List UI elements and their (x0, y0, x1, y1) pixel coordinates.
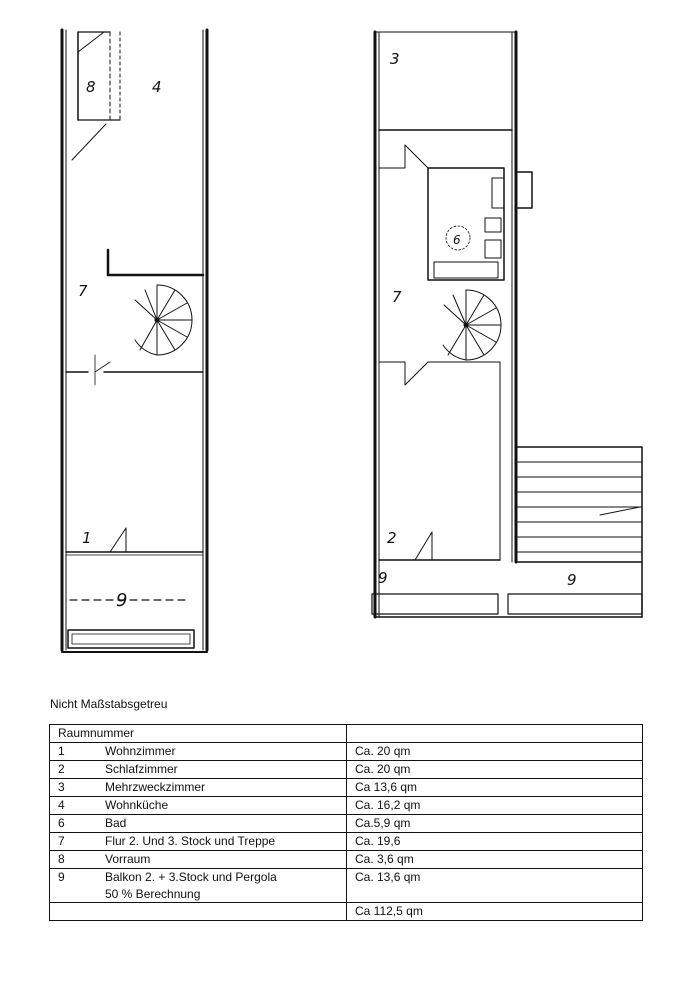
room-number: 9 (58, 870, 65, 884)
table-row: 6 Bad Ca.5,9 qm (49, 814, 643, 833)
room-area: Ca 13,6 qm (346, 778, 643, 797)
table-row: 9 Balkon 2. + 3.Stock und Pergola 50 % Ber… (49, 868, 643, 903)
room-area: Ca. 20 qm (346, 742, 643, 761)
room-number: 3 (58, 780, 65, 794)
room-area: Ca. 20 qm (346, 760, 643, 779)
room-table: Raumnummer 1 Wohnzimmer Ca. 20 qm 2 Schlaf… (49, 724, 643, 921)
room-name: Flur 2. Und 3. Stock und Treppe (105, 834, 276, 848)
table-row: 4 Wohnküche Ca. 16,2 qm (49, 796, 643, 815)
table-row: 8 Vorraum Ca. 3,6 qm (49, 850, 643, 869)
room-label: 6 (453, 233, 461, 247)
spiral-staircase-icon (442, 289, 502, 361)
spiral-staircase-icon (134, 284, 193, 356)
room-label: 9 (378, 569, 388, 587)
room-label: 7 (392, 288, 402, 306)
room-name: Wohnküche (105, 798, 169, 812)
table-row: 7 Flur 2. Und 3. Stock und Treppe Ca. 19,… (49, 832, 643, 851)
room-name: Balkon 2. + 3.Stock und Pergola (105, 870, 277, 884)
room-number: 4 (58, 798, 65, 812)
table-row: 1 Wohnzimmer Ca. 20 qm (49, 742, 643, 761)
room-area: Ca. 13,6 qm (346, 868, 643, 903)
room-number: 6 (58, 816, 65, 830)
pergola-icon (515, 446, 643, 563)
room-name: Vorraum (105, 852, 151, 866)
floor-plan: 8 4 7 1 9 3 6 7 2 9 9 (60, 28, 643, 653)
scale-caption: Nicht Maßstabsgetreu (50, 697, 168, 711)
room-label: 1 (82, 529, 92, 547)
room-area: Ca. 16,2 qm (346, 796, 643, 815)
room-area: Ca. 3,6 qm (346, 850, 643, 869)
table-row: 2 Schlafzimmer Ca. 20 qm (49, 760, 643, 779)
room-number: 8 (58, 852, 65, 866)
room-number: 7 (58, 834, 65, 848)
room-label: 8 (86, 78, 96, 96)
room-name: Wohnzimmer (105, 744, 176, 758)
room-number: 1 (58, 744, 65, 758)
table-cell (346, 724, 643, 743)
total-area: Ca 112,5 qm (346, 902, 643, 921)
room-label: 4 (152, 78, 162, 96)
right-floor (371, 30, 643, 619)
room-name: Schlafzimmer (105, 762, 178, 776)
room-area: Ca. 19,6 (346, 832, 643, 851)
table-cell (49, 902, 347, 921)
room-name: Mehrzweckzimmer (105, 780, 206, 794)
room-label: 2 (387, 529, 397, 547)
room-name-note: 50 % Berechnung (105, 887, 201, 901)
room-number: 2 (58, 762, 65, 776)
table-row: 3 Mehrzweckzimmer Ca 13,6 qm (49, 778, 643, 797)
room-label: 3 (390, 50, 400, 68)
room-label: 9 (116, 590, 127, 611)
room-name: Bad (105, 816, 127, 830)
table-header-row: Raumnummer (49, 724, 643, 743)
room-label: 7 (78, 282, 88, 300)
room-label: 9 (567, 571, 577, 589)
table-header: Raumnummer (49, 724, 347, 743)
left-floor (60, 28, 209, 653)
room-area: Ca.5,9 qm (346, 814, 643, 833)
table-total-row: Ca 112,5 qm (49, 902, 643, 921)
